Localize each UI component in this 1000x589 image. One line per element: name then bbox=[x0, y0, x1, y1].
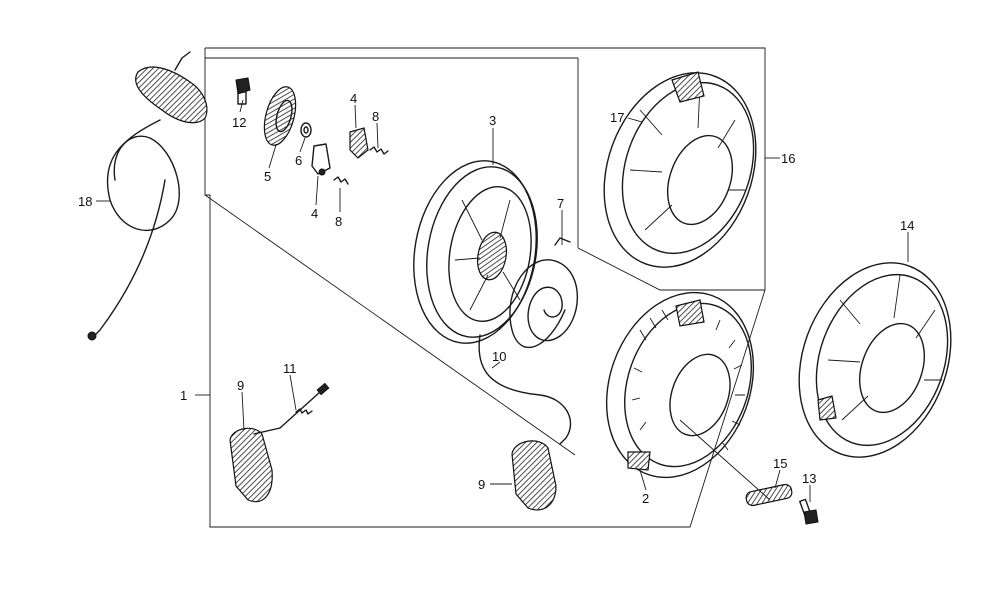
starter-reel bbox=[413, 160, 538, 344]
recoil-spring bbox=[509, 237, 578, 349]
label-18: 18 bbox=[78, 194, 92, 209]
ratchet-spring-lower bbox=[333, 176, 349, 185]
label-10: 10 bbox=[492, 349, 506, 364]
flange-bolt-small bbox=[799, 498, 819, 525]
label-15: 15 bbox=[773, 456, 787, 471]
starter-case-lower bbox=[605, 291, 755, 479]
label-17: 17 bbox=[610, 110, 624, 125]
rope-guide-left bbox=[229, 427, 281, 503]
drive-plate bbox=[263, 86, 297, 146]
label-8-upper: 8 bbox=[372, 109, 379, 124]
starter-rope bbox=[478, 334, 572, 445]
collar-sleeve bbox=[745, 483, 793, 507]
label-9-right: 9 bbox=[478, 477, 485, 492]
guide-bolt bbox=[279, 382, 330, 429]
label-7: 7 bbox=[557, 196, 564, 211]
assembly-frame bbox=[204, 47, 766, 528]
label-12: 12 bbox=[232, 115, 246, 130]
starter-case-upper bbox=[603, 71, 757, 268]
label-2: 2 bbox=[642, 491, 649, 506]
callout-labels: 1 2 3 4 4 5 6 7 8 8 9 9 10 11 12 13 14 1… bbox=[78, 91, 914, 506]
label-13: 13 bbox=[802, 471, 816, 486]
label-4-upper: 4 bbox=[350, 91, 357, 106]
label-16: 16 bbox=[781, 151, 795, 166]
ratchet-spring-upper bbox=[369, 146, 389, 155]
ratchet-pawl-lower bbox=[311, 143, 331, 176]
starter-grip-rope bbox=[87, 51, 208, 341]
label-4-lower: 4 bbox=[311, 206, 318, 221]
ratchet-pawl-upper bbox=[349, 127, 369, 159]
label-9-left: 9 bbox=[237, 378, 244, 393]
label-11: 11 bbox=[283, 361, 297, 376]
label-1: 1 bbox=[180, 388, 187, 403]
label-8-lower: 8 bbox=[335, 214, 342, 229]
leader-lines bbox=[96, 99, 909, 502]
starter-cover bbox=[798, 262, 952, 458]
label-3: 3 bbox=[489, 113, 496, 128]
label-5: 5 bbox=[264, 169, 271, 184]
rope-guide-right bbox=[511, 440, 557, 511]
washer bbox=[300, 122, 312, 138]
label-14: 14 bbox=[900, 218, 914, 233]
label-6: 6 bbox=[295, 153, 302, 168]
